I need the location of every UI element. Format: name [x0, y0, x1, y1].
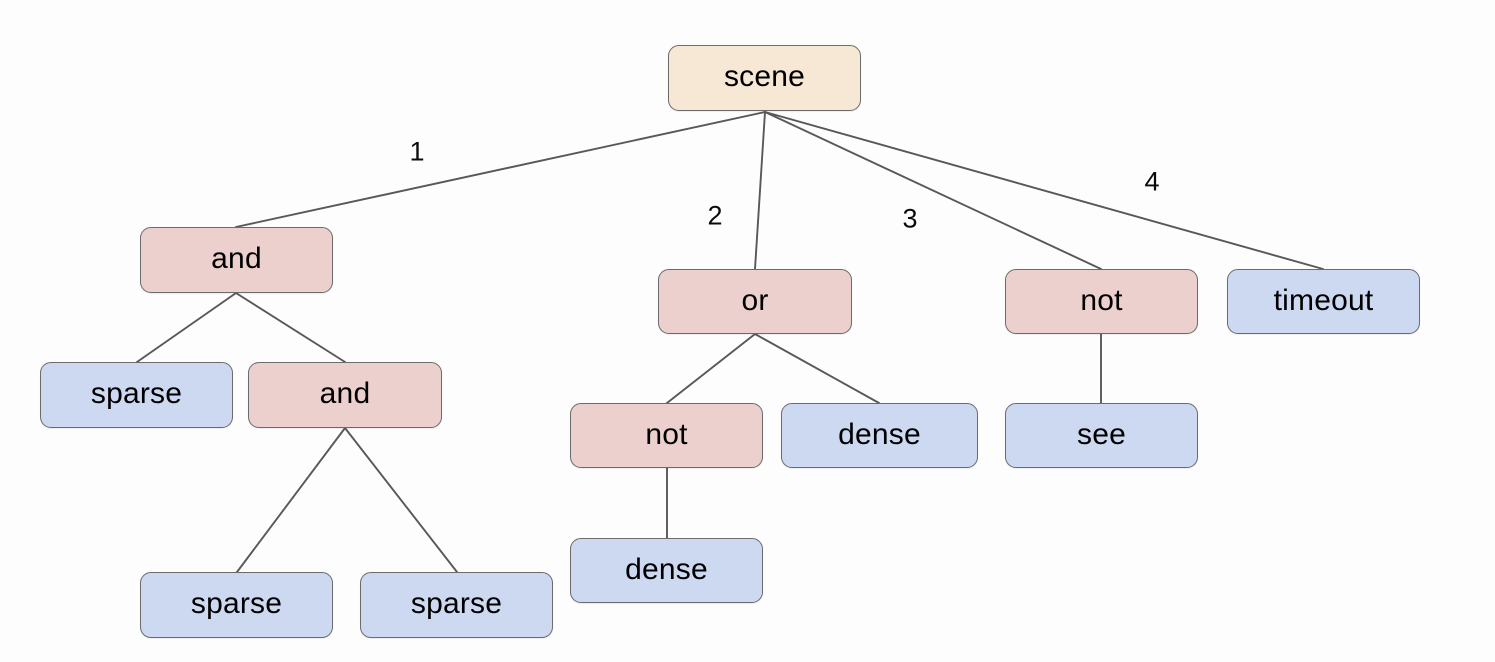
tree-node-timeout[interactable]: timeout — [1227, 269, 1420, 334]
tree-node-sparse2[interactable]: sparse — [140, 572, 333, 638]
edge-label-2: 2 — [707, 200, 723, 231]
tree-node-label: sparse — [90, 377, 183, 410]
tree-node-sparse1[interactable]: sparse — [40, 362, 233, 428]
tree-node-label: sparse — [190, 587, 283, 620]
tree-edge — [666, 333, 756, 404]
tree-node-see[interactable]: see — [1005, 403, 1198, 468]
tree-node-not1[interactable]: not — [1005, 269, 1198, 334]
tree-node-label: not — [645, 417, 688, 451]
edge-label-4: 4 — [1144, 166, 1160, 197]
tree-node-label: see — [1077, 417, 1126, 451]
tree-node-label: scene — [723, 60, 806, 93]
tree-node-label: and — [211, 242, 262, 275]
tree-edge — [754, 111, 766, 270]
edge-label-1: 1 — [409, 136, 425, 167]
tree-node-label: dense — [838, 417, 921, 451]
tree-edge — [344, 427, 458, 573]
tree-node-label: not — [1080, 283, 1123, 317]
tree-node-label: sparse — [410, 587, 503, 620]
tree-node-label: or — [741, 283, 769, 317]
edge-label-3: 3 — [902, 203, 918, 234]
tree-edge — [764, 111, 1324, 270]
tree-node-label: timeout — [1273, 283, 1374, 317]
tree-edge — [136, 292, 237, 363]
tree-node-and1[interactable]: and — [140, 227, 333, 293]
tree-node-dense2[interactable]: dense — [570, 538, 763, 603]
tree-node-label: and — [319, 377, 371, 410]
tree-edge — [235, 292, 346, 363]
tree-node-label: dense — [625, 552, 708, 586]
tree-edge — [236, 427, 346, 573]
tree-edge — [235, 111, 766, 228]
tree-node-sparse3[interactable]: sparse — [360, 572, 553, 638]
tree-node-scene[interactable]: scene — [668, 45, 861, 111]
tree-node-dense1[interactable]: dense — [781, 403, 978, 468]
tree-edge — [764, 111, 1102, 270]
tree-node-and2[interactable]: and — [248, 362, 442, 428]
tree-edge — [754, 333, 880, 404]
tree-node-or1[interactable]: or — [658, 269, 852, 334]
tree-node-not2[interactable]: not — [570, 403, 763, 468]
